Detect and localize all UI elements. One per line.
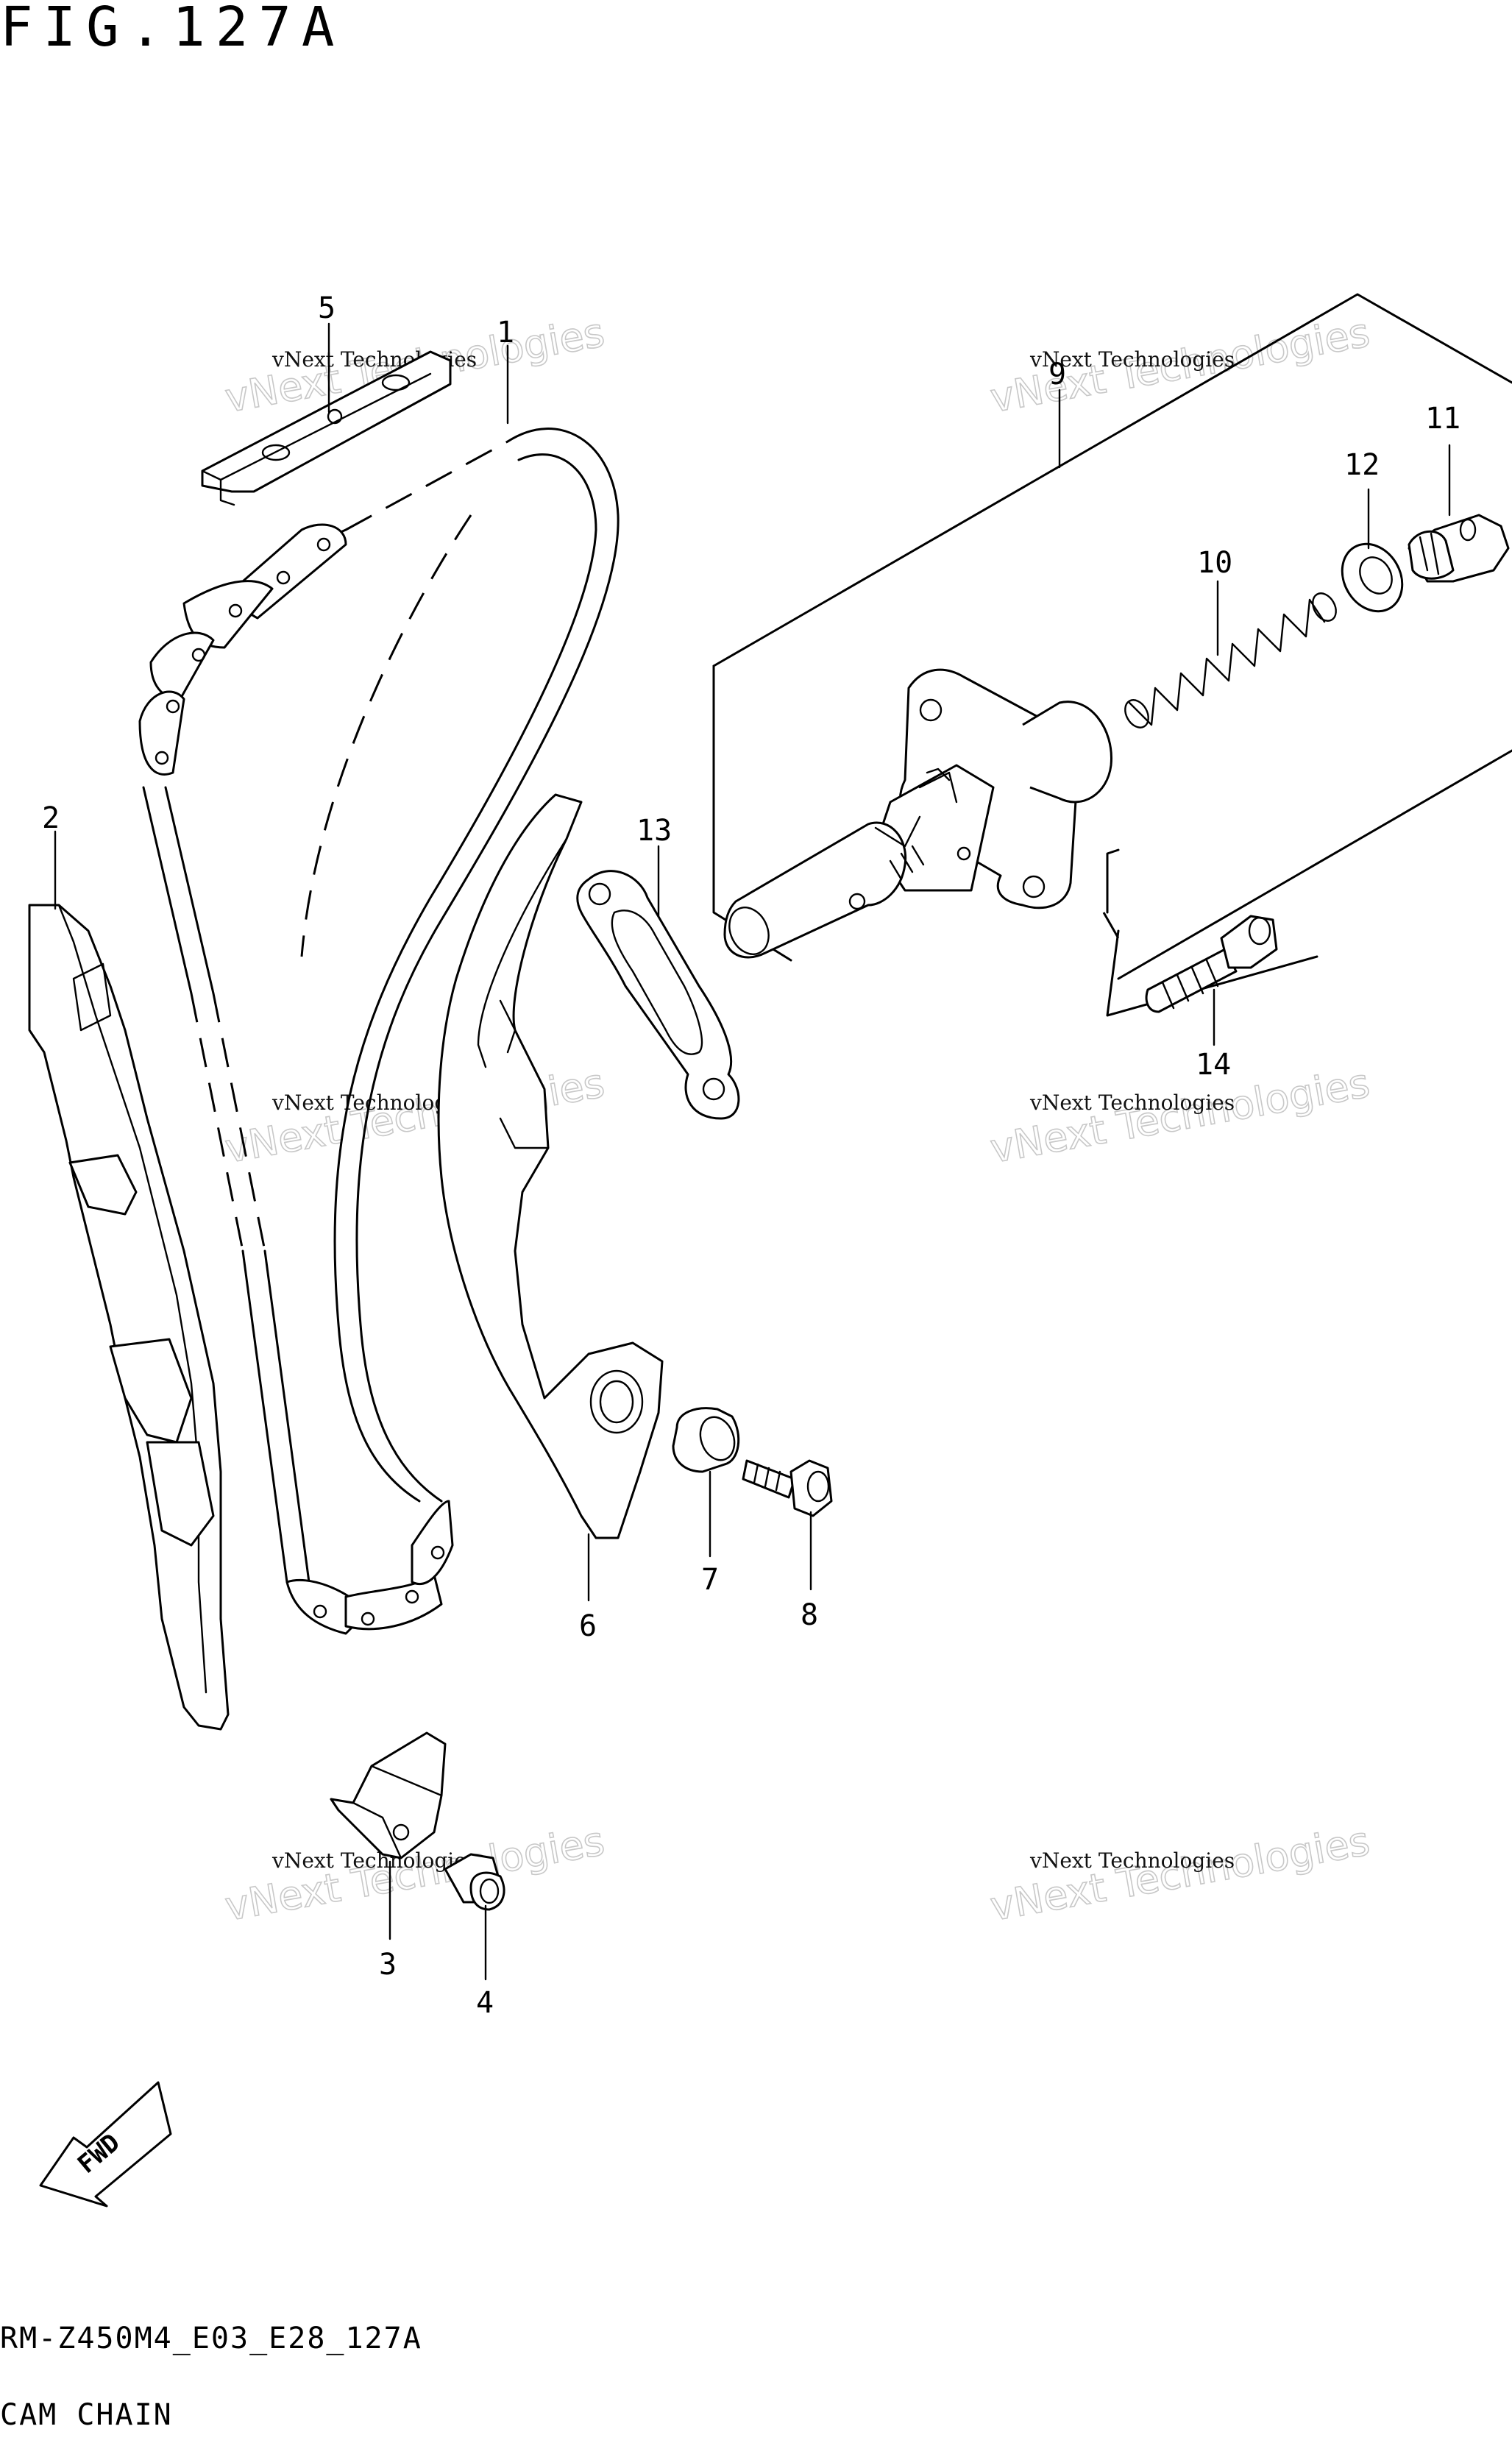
svg-text:vNext Technologies: vNext Technologies: [221, 1060, 608, 1172]
watermark-mid-right: vNext Technologies vNext Technologies: [987, 1059, 1374, 1172]
watermark-mid-left: vNext Technologies vNext Technologies: [221, 1059, 608, 1172]
callout-2: 2: [42, 801, 60, 835]
svg-text:vNext Technologies: vNext Technologies: [987, 1060, 1373, 1172]
leader-lines: [54, 322, 1451, 1981]
part-7-collar: [672, 1407, 740, 1473]
part-9-tensioner-frame: [712, 293, 1512, 1017]
callout-14: 14: [1196, 1048, 1231, 1082]
watermark-bottom-right: vNext Technologies vNext Technologies: [987, 1817, 1374, 1930]
part-10-spring: [1124, 592, 1337, 728]
callout-9: 9: [1048, 358, 1066, 391]
callout-3: 3: [379, 1948, 397, 1982]
tensioner-body: [723, 668, 1112, 959]
part-1-cam-chain: [138, 428, 620, 1635]
part-14-bolt: [1145, 915, 1278, 1013]
callout-12: 12: [1344, 448, 1380, 482]
part-2-chain-guide-rear: [28, 904, 230, 1731]
callout-5: 5: [318, 291, 336, 325]
callout-6: 6: [579, 1609, 597, 1643]
svg-text:vNext Technologies: vNext Technologies: [271, 1848, 477, 1873]
callout-1: 1: [497, 316, 514, 350]
watermark-top-right: vNext Technologies vNext Technologies: [987, 308, 1374, 422]
svg-text:vNext Technologies: vNext Technologies: [1029, 1091, 1235, 1115]
callout-13: 13: [636, 814, 672, 848]
svg-text:vNext Technologies: vNext Technologies: [987, 1818, 1373, 1930]
part-3-stopper-plate: [330, 1731, 447, 1859]
part-13-gasket: [576, 870, 740, 1120]
part-6-tensioner-arm: [437, 793, 664, 1539]
diagram-name: CAM CHAIN: [0, 2398, 173, 2432]
svg-text:vNext Technologies: vNext Technologies: [1029, 1848, 1235, 1873]
chain-links-top: [138, 523, 347, 776]
callout-11: 11: [1425, 402, 1460, 436]
part-4-bolt: [444, 1853, 505, 1911]
callout-numbers: 1 2 3 4 5 6 7 8 9 10 11 12 13 14: [42, 291, 1460, 2020]
part-8-bolt: [742, 1459, 833, 1517]
figure-title: FIG.127A: [0, 0, 345, 59]
callout-8: 8: [801, 1598, 818, 1632]
svg-text:vNext Technologies: vNext Technologies: [1029, 347, 1235, 372]
chain-links-bottom: [285, 1500, 454, 1635]
callout-7: 7: [701, 1563, 719, 1597]
callout-4: 4: [476, 1986, 494, 2020]
fwd-arrow-icon: FWD: [39, 2081, 172, 2208]
part-11-cap-bolt: [1408, 514, 1510, 583]
callout-10: 10: [1197, 546, 1232, 580]
diagram-code: RM-Z450M4_E03_E28_127A: [0, 2322, 422, 2355]
part-12-washer: [1341, 542, 1404, 613]
part-5-chain-guide-top: [201, 350, 452, 506]
